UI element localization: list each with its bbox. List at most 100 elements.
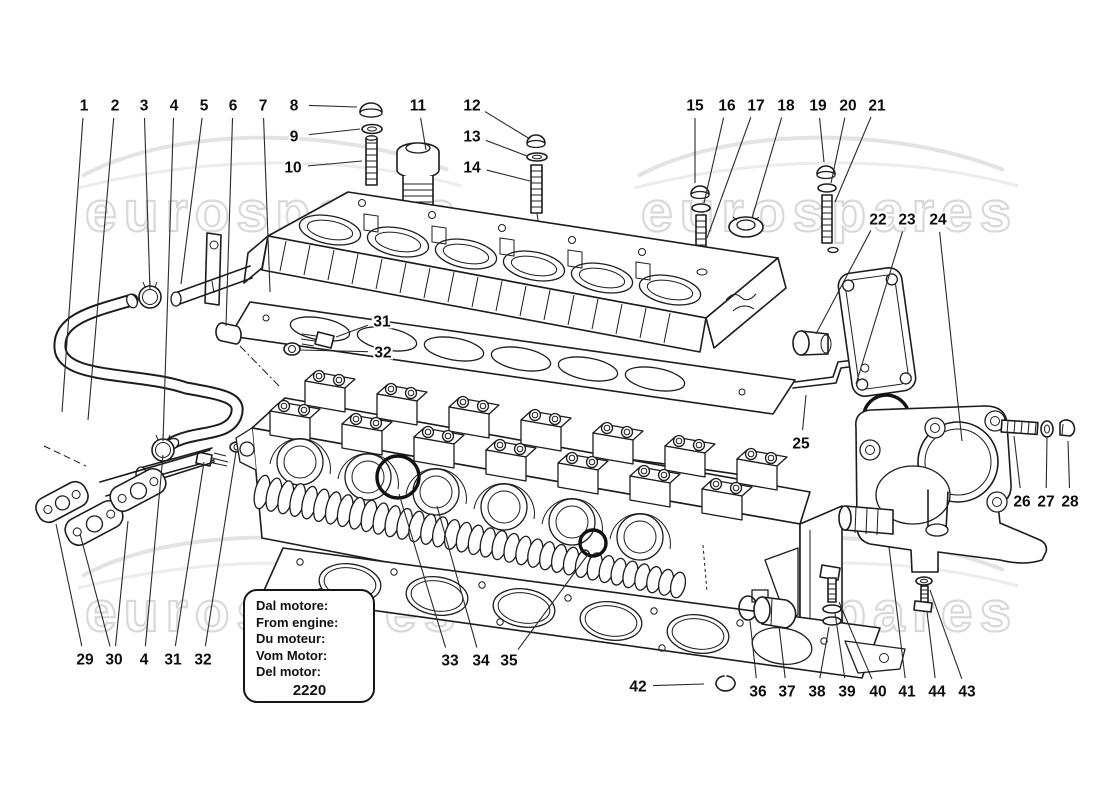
callout-leader-line [926,611,936,679]
cap-nut-12 [526,134,546,149]
callout-leader-line [61,117,84,413]
cap-nut-28 [1059,419,1076,437]
snap-ring-42 [715,675,736,692]
callout-leader-line [174,461,205,647]
washer-38 [822,616,842,626]
callout-leader-line [834,612,846,679]
callout-leader-line [830,117,846,184]
part-number-label: 10 [284,160,301,177]
part-number-label: 34 [472,653,490,670]
callout-leader-line [486,169,531,182]
part-number-label: 7 [259,98,268,115]
callout-leader-line [819,117,825,163]
stud-26 [1000,419,1039,436]
part-number-label: 1 [80,98,89,115]
callout-leader-line [838,601,873,680]
part-number-label: 32 [374,345,391,362]
callout-leader-line [703,117,725,204]
callout-leader-line [299,349,369,353]
head-gasket [245,547,906,679]
callout-leader-line [436,505,478,648]
engine-number-box-line: From engine: [256,614,339,630]
engine-number: 2220 [292,681,327,699]
part-number-label: 31 [373,314,391,331]
callout-leader-line [204,451,237,647]
bolt-40 [819,564,841,603]
stud-10 [365,135,378,186]
engine-line-art [35,102,1076,692]
part-number-label: 36 [749,684,767,701]
stud-21 [821,194,839,254]
callout-leader-line [888,546,906,679]
part-number-label: 14 [463,160,481,177]
bracket [204,232,222,306]
o-ring-33 [375,454,421,500]
part-number-label: 18 [777,98,795,115]
part-number-label: 25 [792,436,810,453]
hose-clamp-upper [138,281,162,309]
breather-cap-18 [728,216,764,238]
part-number-label: 9 [290,129,299,146]
callout-leader-line [855,231,904,385]
callout-leader-line [517,552,590,650]
callout-leader-line [308,104,358,108]
washer-13 [526,152,548,162]
part-number-label: 35 [500,653,518,670]
part-number-label: 23 [898,212,916,229]
callout-leader-line [225,117,234,327]
engine-number-box-line: Dal motore: [256,598,329,613]
signature-script [725,293,757,312]
part-number-label: 33 [441,653,459,670]
cap-nut-15 [690,185,710,200]
cover-ports [298,214,702,306]
part-number-label: 31 [164,652,182,669]
part-number-label: 19 [809,98,827,115]
callout-leader-line [55,523,83,647]
part-number-label: 42 [629,679,646,696]
callout-leader-line [706,117,752,239]
part-number-label: 44 [928,684,946,701]
part-number-label: 29 [76,652,94,669]
part-number-label: 43 [958,684,976,701]
part-number-label: 2 [111,98,120,115]
water-manifold [35,445,215,547]
callout-leader-line [162,117,175,442]
part-number-label: 41 [898,684,916,701]
part-number-label: 8 [290,98,299,115]
plug-6 [215,322,282,389]
callout-leader-line [1013,435,1021,489]
part-number-label: 32 [194,652,211,669]
part-number-label: 24 [929,212,947,229]
valve-cover [243,191,787,353]
callout-leader-line [778,625,786,679]
callout-leader-line [815,230,872,335]
callout-leader-line [335,324,369,338]
engine-number-box: Dal motore:From engine:Du moteur:Vom Mot… [243,589,375,703]
plug-37 [753,596,797,629]
corrugated-tube [253,474,687,599]
callout-leader-line [652,683,705,687]
callout-leader-line [420,117,427,151]
engine-number-box-line: Del motor: [256,664,321,679]
engine-number-box-line: Vom Motor: [256,647,328,663]
part-number-label: 17 [747,98,764,115]
head-front-ports [269,438,671,561]
callout-leader-line [180,117,203,285]
part-number-label: 6 [229,98,238,115]
callout-leader-line [308,128,361,136]
callout-leader-line [1067,440,1071,489]
washer-9 [361,123,383,135]
callout-leader-line [114,520,129,647]
callout-leader-line [79,533,111,647]
bolt-31m [300,331,335,349]
part-number-label: 39 [838,684,856,701]
callout-leader-line [1045,436,1048,489]
part-number-label: 4 [170,98,179,115]
rear-gasket [837,267,917,397]
callout-leader-line [802,394,807,431]
callout-leader-line [751,117,783,219]
engine-number-box-line: Du moteur: [256,631,326,646]
coolant-hose [53,293,244,451]
